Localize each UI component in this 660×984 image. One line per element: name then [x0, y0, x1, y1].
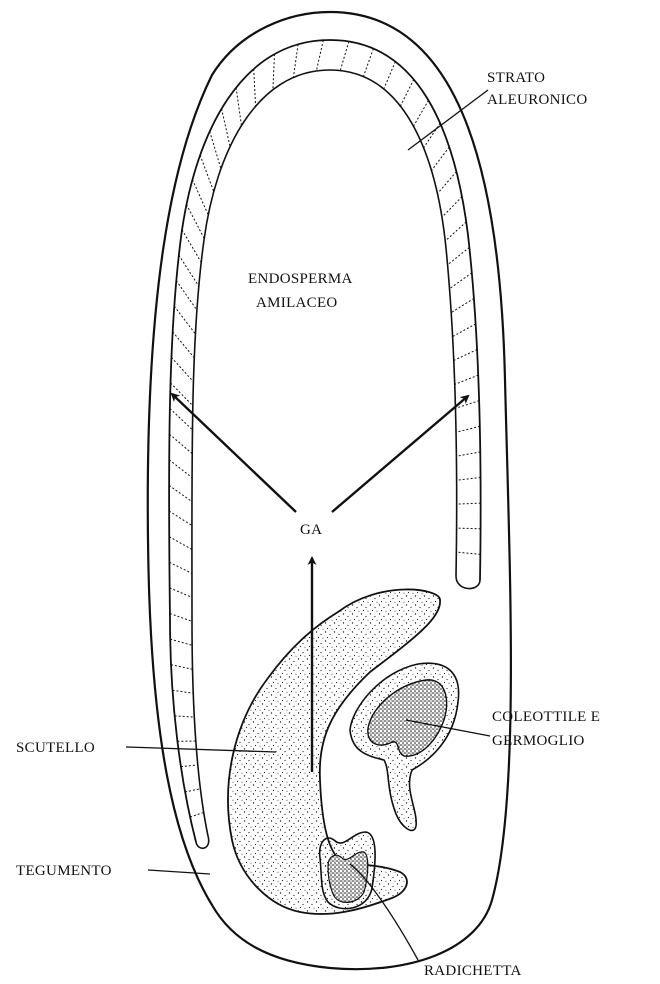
aleurone-cell-wall [170, 639, 192, 645]
aleurone-cell-wall [175, 716, 195, 717]
aleurone-cell-wall [170, 614, 192, 622]
aleurone-cell-wall [456, 552, 480, 554]
aleurone-cell-wall [454, 349, 477, 360]
aleurone-cell-wall [384, 62, 396, 89]
aleurone-cell-wall [437, 172, 456, 194]
aleurone-cell-wall [451, 298, 474, 312]
label-scutello: SCUTELLO [16, 740, 95, 756]
aleurone-cell-wall [179, 255, 199, 286]
aleurone-cell-wall [424, 123, 440, 148]
aleurone-cell-wall [182, 230, 201, 263]
aleurone-cell-wall [431, 147, 449, 170]
label-endosperma-line1: ENDOSPERMA [248, 271, 353, 287]
label-coleottile-line2: GERMOGLIO [492, 733, 585, 749]
aleurone-cell-wall [456, 426, 480, 432]
aleurone-cell-wall [185, 789, 200, 792]
label-ga: GA [300, 522, 322, 538]
aleurone-cell-wall [200, 155, 214, 191]
aleurone-cell-wall [174, 306, 195, 334]
aleurone-cell-wall [171, 665, 193, 670]
label-coleottile-line1: COLEOTTILE E [492, 709, 600, 725]
aleurone-cell-wall [169, 562, 192, 573]
aleurone-cell-wall [455, 375, 479, 384]
aleurone-cell-wall [190, 812, 204, 817]
aleurone-cell-wall [236, 88, 241, 126]
aleurone-cell-wall [169, 460, 192, 478]
aleurone-cell-wall [293, 44, 298, 77]
aleurone-cell-wall [173, 690, 194, 693]
aleurone-cell-wall [181, 765, 198, 767]
aleurone-cell-wall [457, 478, 481, 481]
aleurone-cell-wall [456, 452, 480, 456]
aleurone-cell-wall [170, 588, 192, 597]
leader-tegumento [148, 870, 210, 874]
aleurone-cell-wall [169, 434, 192, 453]
aleurone-cell-wall [273, 54, 275, 90]
aleurone-cell-wall [413, 100, 428, 126]
label-strato-line1: STRATO [487, 70, 545, 86]
aleurone-cell-wall [400, 79, 413, 106]
aleurone-cell-wall [210, 131, 221, 168]
aleurone-cell-wall [453, 324, 476, 337]
aleurone-cell-wall [173, 332, 195, 358]
aleurone-cell-wall [448, 247, 470, 264]
label-endosperma-line2: AMILACEO [256, 295, 338, 311]
aleurone-cell-wall [169, 537, 192, 550]
label-tegumento: TEGUMENTO [16, 863, 112, 879]
aleurone-cell-wall [169, 485, 192, 501]
aleurone-cell-wall [222, 109, 230, 147]
label-strato-line2: ALEURONICO [487, 92, 588, 108]
aleurone-cell-wall [450, 273, 472, 289]
arrow-ga-right [332, 396, 468, 512]
aleurone-cell-wall [169, 511, 192, 525]
aleurone-cell-wall [316, 40, 323, 71]
aleurone-cell-wall [363, 49, 373, 77]
aleurone-cell-wall [176, 281, 197, 310]
aleurone-cell-wall [192, 180, 208, 215]
aleurone-cell-wall [442, 197, 462, 218]
arrow-ga-left [172, 394, 296, 512]
aleurone-cell-wall [254, 69, 256, 106]
aleurone-cell-wall [340, 41, 349, 70]
aleurone-cell-wall [445, 222, 466, 241]
aleurone-cell-wall [186, 205, 204, 239]
aleurone-cell-wall [457, 503, 481, 504]
radicle-core [328, 852, 368, 903]
label-radichetta: RADICHETTA [424, 963, 522, 979]
aleurone-cell-wall [457, 528, 481, 529]
aleurone-cell-wall [171, 357, 193, 381]
